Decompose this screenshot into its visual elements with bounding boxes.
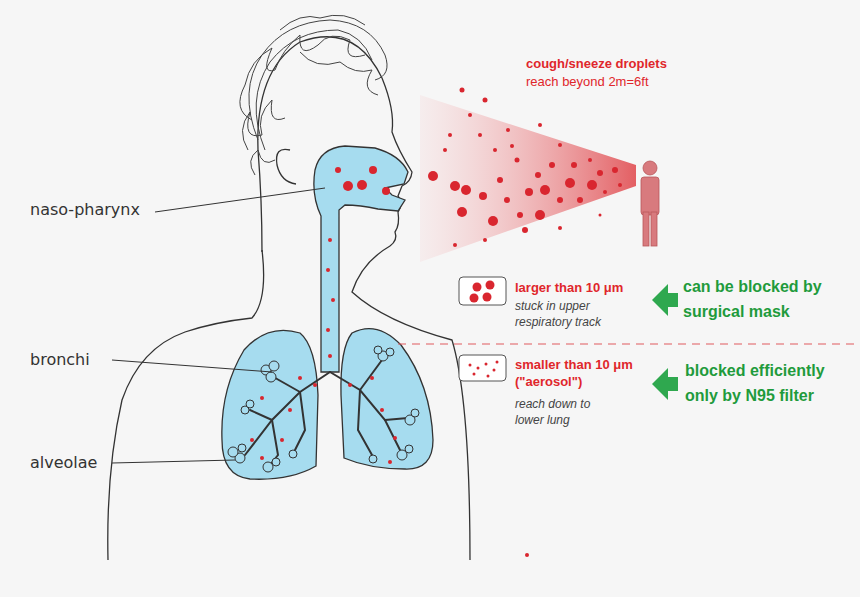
green-arrow: [652, 284, 678, 316]
person-icon: [641, 161, 659, 246]
size-label: smaller than 10 μm ("aerosol"): [515, 356, 650, 390]
part-label: naso-pharynx: [30, 200, 140, 220]
divider-line: [398, 343, 860, 344]
sample-box: [459, 277, 506, 305]
part-label: alveolae: [30, 453, 97, 473]
note: reach down to lower lung: [515, 396, 610, 428]
droplet-cone: [420, 95, 636, 262]
part-label: bronchi: [30, 350, 90, 370]
aerosol-droplet: [469, 361, 499, 378]
mask-note: blocked efficiently only by N95 filter: [685, 358, 855, 408]
bronchial-tree: [245, 360, 408, 465]
alveoli-cluster: [228, 346, 419, 472]
body-outline: [108, 37, 470, 560]
sample-box: [459, 355, 506, 381]
note: stuck in upper respiratory track: [515, 298, 627, 330]
large-droplet: [470, 281, 495, 303]
size-label: larger than 10 μm: [515, 280, 623, 296]
green-arrow: [652, 368, 678, 400]
heading-note: cough/sneeze droplets: [526, 56, 667, 72]
airway: [314, 146, 408, 372]
mask-note: can be blocked by surgical mask: [683, 274, 853, 324]
leader-line: [112, 188, 325, 463]
note: reach beyond 2m=6ft: [526, 74, 649, 90]
